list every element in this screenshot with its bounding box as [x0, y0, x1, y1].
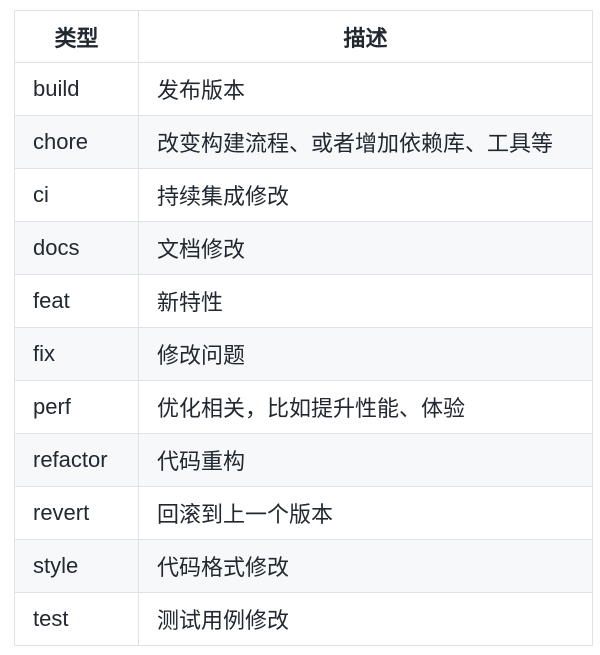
header-row: 类型 描述	[14, 10, 593, 63]
type-cell: style	[14, 539, 139, 593]
table-row: test 测试用例修改	[14, 592, 593, 646]
desc-cell: 持续集成修改	[138, 168, 593, 222]
desc-cell: 新特性	[138, 274, 593, 328]
col-header-type: 类型	[14, 10, 139, 63]
table-row: revert 回滚到上一个版本	[14, 486, 593, 540]
table-row: fix 修改问题	[14, 327, 593, 381]
col-header-desc: 描述	[138, 10, 593, 63]
type-cell: fix	[14, 327, 139, 381]
type-cell: build	[14, 62, 139, 116]
type-cell: revert	[14, 486, 139, 540]
type-cell: ci	[14, 168, 139, 222]
table-row: docs 文档修改	[14, 221, 593, 275]
type-cell: feat	[14, 274, 139, 328]
commit-types-table: 类型 描述 build 发布版本 chore 改变构建流程、或者增加依赖库、工具…	[14, 10, 593, 646]
desc-cell: 回滚到上一个版本	[138, 486, 593, 540]
type-cell: docs	[14, 221, 139, 275]
desc-cell: 代码格式修改	[138, 539, 593, 593]
table-row: feat 新特性	[14, 274, 593, 328]
table-row: chore 改变构建流程、或者增加依赖库、工具等	[14, 115, 593, 169]
table-body: build 发布版本 chore 改变构建流程、或者增加依赖库、工具等 ci 持…	[14, 62, 593, 646]
table-row: perf 优化相关，比如提升性能、体验	[14, 380, 593, 434]
desc-cell: 修改问题	[138, 327, 593, 381]
table-row: build 发布版本	[14, 62, 593, 116]
type-cell: chore	[14, 115, 139, 169]
type-cell: test	[14, 592, 139, 646]
desc-cell: 优化相关，比如提升性能、体验	[138, 380, 593, 434]
table-header: 类型 描述	[14, 10, 593, 63]
type-cell: refactor	[14, 433, 139, 487]
desc-cell: 代码重构	[138, 433, 593, 487]
type-cell: perf	[14, 380, 139, 434]
desc-cell: 文档修改	[138, 221, 593, 275]
desc-cell: 改变构建流程、或者增加依赖库、工具等	[138, 115, 593, 169]
table-row: ci 持续集成修改	[14, 168, 593, 222]
desc-cell: 测试用例修改	[138, 592, 593, 646]
desc-cell: 发布版本	[138, 62, 593, 116]
table-row: style 代码格式修改	[14, 539, 593, 593]
table-row: refactor 代码重构	[14, 433, 593, 487]
